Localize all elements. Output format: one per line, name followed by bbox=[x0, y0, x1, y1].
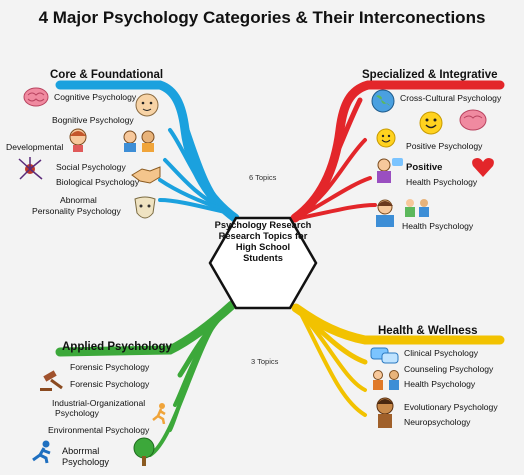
applied-branches bbox=[55, 300, 237, 457]
center-hexagon bbox=[208, 216, 318, 310]
core-item: Personality Psychology bbox=[32, 206, 121, 216]
applied-item: Psychology bbox=[62, 457, 109, 467]
health-item: Neuropsychology bbox=[404, 417, 471, 427]
core-item: Cognitive Psychology bbox=[54, 92, 137, 102]
people-pair-icon bbox=[373, 370, 399, 390]
health-branches bbox=[291, 303, 505, 417]
applied-header: Applied Psychology bbox=[62, 341, 172, 353]
page-title: 4 Major Psychology Categories & Their In… bbox=[38, 8, 486, 27]
applied-item: Forensic Psychology bbox=[70, 379, 150, 389]
brain-icon bbox=[459, 109, 487, 131]
applied-item: Environmental Psychology bbox=[48, 425, 150, 435]
health-item: Counseling Psychology bbox=[404, 364, 494, 374]
specialized-item: Cross-Cultural Psychology bbox=[400, 93, 502, 103]
heart-icon bbox=[472, 158, 494, 177]
center-line: High School bbox=[235, 242, 291, 252]
core-item: Biological Psychology bbox=[56, 177, 140, 187]
person-talking-icon bbox=[377, 158, 403, 183]
handshake-icon bbox=[131, 166, 161, 184]
center-text: Psychology Research Research Topics for … bbox=[207, 220, 319, 264]
specialized-item: Health Psychology bbox=[406, 177, 478, 187]
specialized-item: Health Psychology bbox=[402, 221, 474, 231]
family-icon bbox=[405, 199, 429, 217]
core-item: Developmental bbox=[6, 142, 64, 152]
specialized-item: Positive bbox=[406, 162, 443, 173]
center-line: Research Topics for bbox=[218, 231, 308, 241]
people-group-icon bbox=[123, 130, 155, 152]
health-header: Health & Wellness bbox=[378, 325, 478, 337]
topic-count-upper: 6 Topics bbox=[249, 173, 277, 182]
applied-item: Psychology bbox=[55, 408, 99, 418]
running-person-icon bbox=[152, 403, 166, 424]
smiley-icon bbox=[419, 111, 443, 135]
specialized-header: Specialized & Integrative bbox=[362, 69, 498, 81]
smiley-icon bbox=[376, 128, 396, 148]
health-item: Evolutionary Psychology bbox=[404, 402, 498, 412]
mask-icon bbox=[134, 196, 156, 219]
brain-icon bbox=[23, 87, 49, 107]
center-line: Psychology Research bbox=[214, 220, 312, 230]
globe-icon bbox=[371, 89, 395, 113]
specialized-item: Positive Psychology bbox=[406, 141, 483, 151]
gavel-icon bbox=[40, 370, 63, 391]
core-item: Social Psychology bbox=[56, 162, 126, 172]
health-item: Clinical Psychology bbox=[404, 348, 479, 358]
baby-icon bbox=[135, 93, 159, 117]
tree-icon bbox=[133, 437, 155, 466]
girl-icon bbox=[69, 128, 87, 152]
applied-item: Aborrmal bbox=[62, 446, 100, 456]
topic-count-lower: 3 Topics bbox=[251, 357, 279, 366]
doctor-icon bbox=[376, 199, 394, 227]
center-line: Students bbox=[243, 253, 283, 263]
specialized-branches bbox=[290, 80, 505, 223]
caveman-icon bbox=[376, 397, 394, 428]
chat-bubbles-icon bbox=[370, 347, 399, 364]
core-item: Bognitive Psychology bbox=[52, 115, 134, 125]
core-header: Core & Foundational bbox=[50, 69, 164, 81]
core-branches bbox=[55, 80, 240, 223]
running-person-icon bbox=[32, 440, 51, 464]
core-item: Abnormal bbox=[60, 195, 97, 205]
health-item: Health Psychology bbox=[404, 379, 476, 389]
applied-item: Industrial-Organizational bbox=[52, 398, 146, 408]
applied-item: Forensic Psychology bbox=[70, 362, 150, 372]
neuron-icon bbox=[18, 157, 43, 180]
